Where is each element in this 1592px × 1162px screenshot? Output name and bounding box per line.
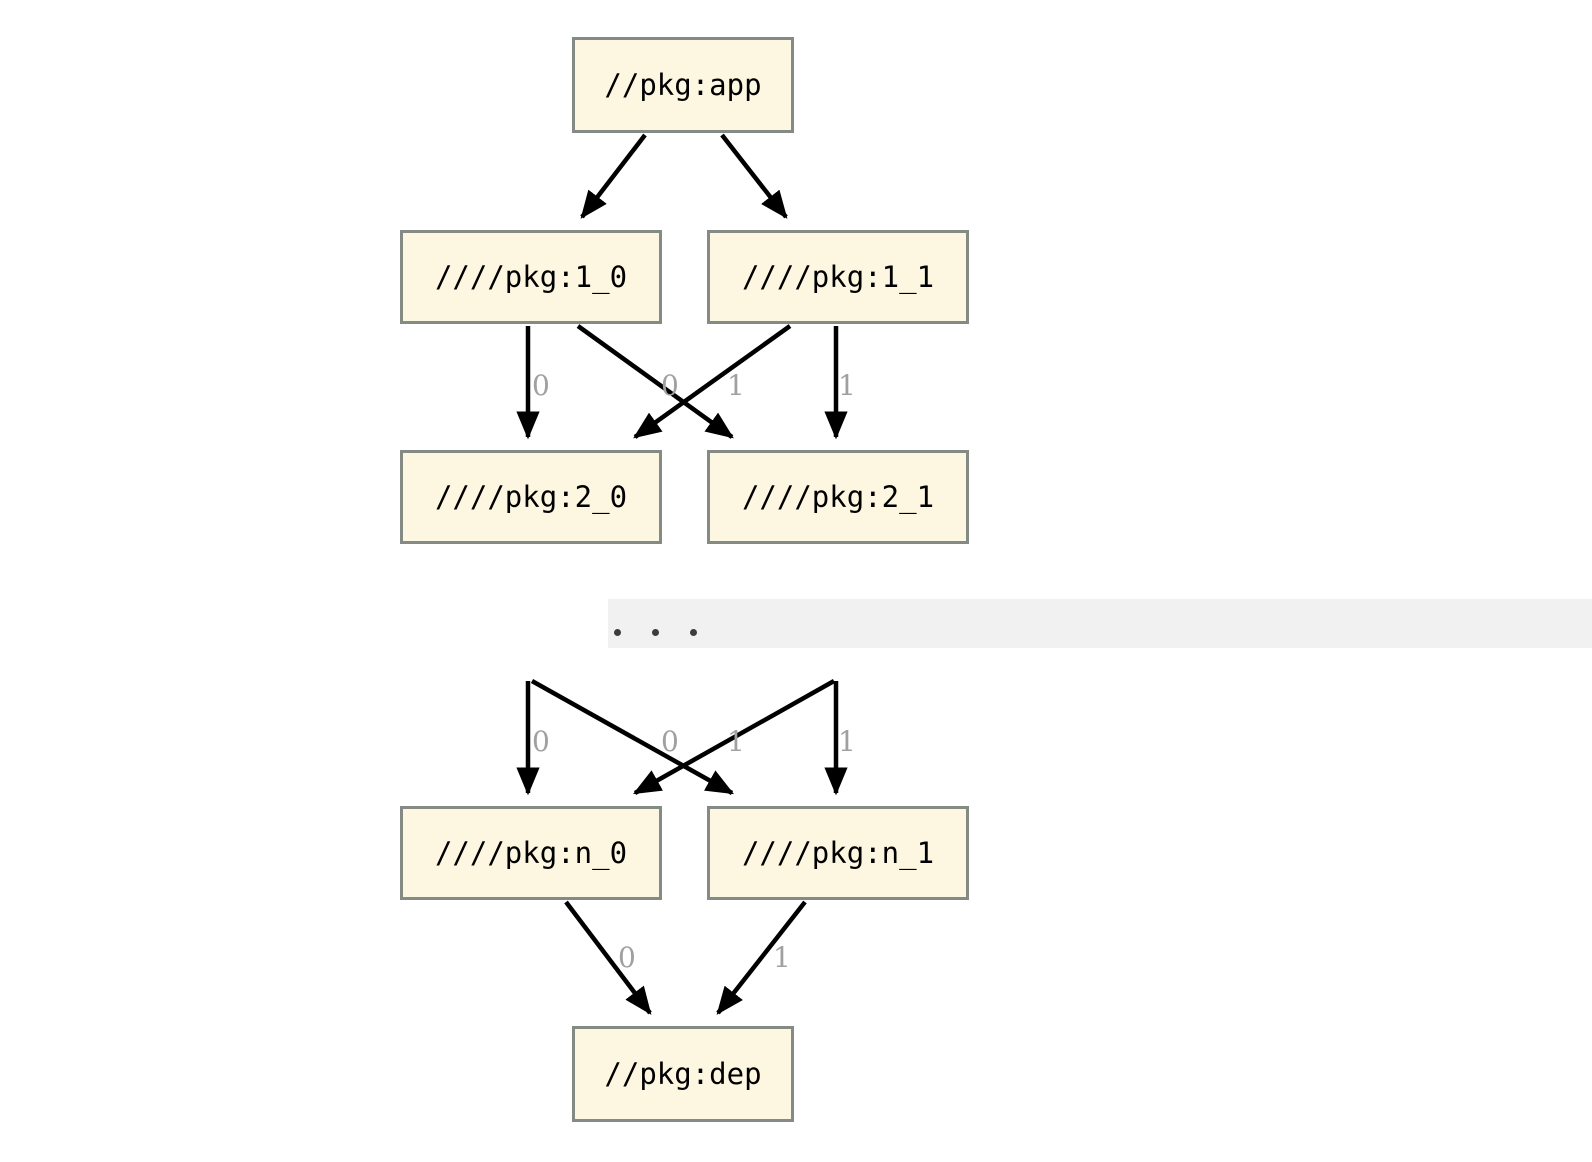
edge-n_0-to-dep <box>564 900 652 1015</box>
node-label: ////pkg:n_1 <box>741 836 935 870</box>
edge-label: 0 <box>661 725 679 758</box>
edge-label: 0 <box>532 369 550 402</box>
node-label: ////pkg:2_0 <box>434 480 628 514</box>
ellipsis-dot <box>652 629 659 636</box>
node-app[interactable]: //pkg:app <box>572 37 794 133</box>
node-dep[interactable]: //pkg:dep <box>572 1026 794 1122</box>
edge-1_0-to-2_1 <box>576 324 734 439</box>
node-label: ////pkg:n_0 <box>434 836 628 870</box>
edge-n_1-to-dep <box>716 900 807 1015</box>
node-1_0[interactable]: ////pkg:1_0 <box>400 230 662 324</box>
node-1_1[interactable]: ////pkg:1_1 <box>707 230 969 324</box>
edge-elided-to-n_1 <box>530 679 735 795</box>
edge-label: 1 <box>773 941 791 974</box>
edge-label: 1 <box>838 369 856 402</box>
edge-1_1-to-2_0 <box>633 324 792 439</box>
edge-label: 0 <box>532 725 550 758</box>
node-label: ////pkg:1_1 <box>741 260 935 294</box>
edge-label: 0 <box>618 941 636 974</box>
node-label: //pkg:dep <box>604 1057 762 1091</box>
node-2_0[interactable]: ////pkg:2_0 <box>400 450 662 544</box>
edge-label: 0 <box>661 369 679 402</box>
node-label: ////pkg:1_0 <box>434 260 628 294</box>
edge-elided-to-n_0-alt <box>632 679 836 795</box>
ellipsis-dot <box>614 629 621 636</box>
edge-app-to-1_1 <box>720 133 788 219</box>
ellipsis-dot <box>690 629 697 636</box>
edge-app-to-1_0 <box>580 133 647 219</box>
node-n_1[interactable]: ////pkg:n_1 <box>707 806 969 900</box>
node-label: ////pkg:2_1 <box>741 480 935 514</box>
node-n_0[interactable]: ////pkg:n_0 <box>400 806 662 900</box>
ellipsis-band <box>608 599 1592 648</box>
edge-label: 1 <box>727 725 745 758</box>
edge-label: 1 <box>838 725 856 758</box>
edge-label: 1 <box>727 369 745 402</box>
node-label: //pkg:app <box>604 68 762 102</box>
node-2_1[interactable]: ////pkg:2_1 <box>707 450 969 544</box>
